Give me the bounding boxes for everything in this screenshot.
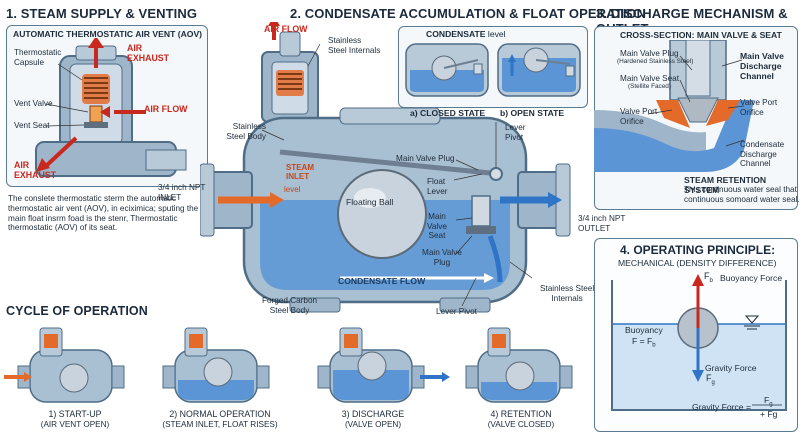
cycle-step-4: 4) RETENTION (VALVE CLOSED) bbox=[466, 409, 576, 429]
cs-channel-label: Main Valve Discharge Channel bbox=[740, 51, 784, 81]
cycle-step-label: 3) DISCHARGE bbox=[341, 409, 405, 419]
section1-title: 1. STEAM SUPPLY & VENTING bbox=[6, 6, 198, 21]
cycle-step-4-icon bbox=[465, 327, 573, 403]
aov-air-exhaust-bottom: AIR EXHAUST bbox=[14, 160, 57, 180]
thermostatic-capsule-icon bbox=[82, 74, 110, 104]
fg-letter: F bbox=[706, 373, 712, 383]
closed-state-label: a) CLOSED STATE bbox=[410, 108, 486, 118]
cycle-step-sub: (STEAM INLET, FLOAT RISES) bbox=[162, 419, 278, 429]
cycle-step-sub: (VALVE OPEN) bbox=[344, 419, 402, 429]
gravity-eq-left: Gravity Force = bbox=[692, 402, 751, 412]
inset-title-bold: CONDENSATE bbox=[426, 29, 486, 39]
cycle-step-label: 1) START-UP bbox=[48, 409, 102, 419]
cs-orifice-left-label: Valve Port Orifice bbox=[620, 107, 658, 126]
gravity-eq-denominator: + Fg bbox=[760, 409, 778, 419]
floating-ball-label: Floating Ball bbox=[346, 197, 394, 207]
cycle-step-sub: (VALVE CLOSED) bbox=[487, 419, 555, 429]
aov-air-exhaust-top: AIR EXHAUST bbox=[127, 43, 170, 63]
valve-cross-section-illustration bbox=[594, 40, 754, 172]
gravity-force-label: Gravity Force bbox=[705, 363, 757, 373]
buoyancy-eq-text: F = F bbox=[632, 336, 653, 346]
cycle-illustrations bbox=[4, 327, 573, 403]
section4-title: 4. OPERATING PRINCIPLE: bbox=[620, 243, 776, 257]
steam-inlet-label: STEAM INLET bbox=[286, 163, 314, 181]
cs-plug-sub-label: (Hardened Stainless Steel) bbox=[617, 58, 694, 65]
cycle-step-label: 2) NORMAL OPERATION bbox=[169, 409, 271, 419]
steam-trap-illustration bbox=[200, 22, 571, 313]
cycle-step-1-icon bbox=[4, 327, 125, 403]
float-state-illustration bbox=[405, 43, 581, 97]
cycle-step-sub: (AIR VENT OPEN) bbox=[40, 419, 110, 429]
main-valve-plug-label: Main Valve Plug bbox=[422, 248, 462, 267]
cycle-step-2: 2) NORMAL OPERATION (STEAM INLET, FLOAT … bbox=[160, 409, 280, 429]
cs-condensate-channel-label: Condensate Discharge Channel bbox=[740, 140, 785, 169]
section1-description: The conslete thermostatic sterm the auto… bbox=[8, 194, 199, 233]
inset-title: CONDENSATE level bbox=[426, 29, 506, 39]
cycle-title: CYCLE OF OPERATION bbox=[6, 304, 148, 318]
steam-level-label: level bbox=[284, 185, 301, 194]
aov-capsule-label: Thermostatic Capsule bbox=[14, 48, 62, 67]
fg-subscript: g bbox=[711, 379, 715, 386]
forged-body-label: Forged Carbon Steel Body bbox=[262, 296, 318, 315]
open-state-label: b) OPEN STATE bbox=[500, 108, 565, 118]
fg-symbol: Fg bbox=[706, 373, 715, 388]
main-valve-seat-label: Main Valve Seat bbox=[427, 212, 447, 241]
gravity-eq-numerator: Fg bbox=[764, 395, 773, 410]
buoyancy-eq-subscript: b bbox=[652, 342, 656, 349]
aov-seat-label: Vent Seat bbox=[14, 121, 50, 130]
stainless-internals-bottom-label: Stainless Steel Internals bbox=[540, 284, 595, 303]
cycle-step-2-icon bbox=[162, 327, 270, 403]
fb-subscript: b bbox=[709, 277, 713, 284]
aov-panel-title: AUTOMATIC THERMOSTATIC AIR VENT (AOV) bbox=[13, 29, 203, 39]
fb-symbol: Fb bbox=[704, 271, 713, 286]
cycle-step-3: 3) DISCHARGE (VALVE OPEN) bbox=[318, 409, 428, 429]
density-principle-illustration bbox=[611, 274, 787, 411]
stainless-internals-label: Stainless Steel Internals bbox=[328, 36, 381, 55]
cycle-step-label: 4) RETENTION bbox=[490, 409, 552, 419]
retention-system-text: This continuous water seal that continuo… bbox=[684, 185, 800, 204]
cs-seat-sub-label: (Stellite Faced) bbox=[628, 83, 671, 90]
aov-air-flow: AIR FLOW bbox=[144, 104, 188, 114]
cycle-step-3-icon bbox=[317, 327, 450, 403]
outlet-label: 3/4 inch NPT OUTLET bbox=[578, 214, 626, 233]
aov-illustration bbox=[35, 38, 187, 177]
inlet-label: 3/4 inch NPT INLET bbox=[158, 183, 206, 202]
cs-seat-label: Main Valve Seat bbox=[620, 74, 680, 83]
buoyancy-force-label: Buoyancy Force bbox=[720, 273, 783, 283]
section4-subtitle: MECHANICAL (DENSITY DIFFERENCE) bbox=[618, 258, 777, 268]
float-lever-label: Float Lever bbox=[427, 177, 448, 196]
stainless-body-label: Stainless Steel Body bbox=[226, 122, 266, 141]
cycle-steps: 1) START-UP (AIR VENT OPEN) 2) NORMAL OP… bbox=[0, 320, 590, 437]
inset-title-rest: level bbox=[485, 29, 506, 39]
cs-plug-label: Main Valve Plug bbox=[620, 49, 679, 58]
trap-air-flow: AIR FLOW bbox=[264, 24, 308, 34]
cross-section-title: CROSS-SECTION: MAIN VALVE & SEAT bbox=[620, 30, 782, 40]
gravity-eq-num-text: F bbox=[764, 395, 770, 405]
buoyancy-eq-line2: F = Fb bbox=[632, 336, 656, 351]
section2-title: 2. CONDENSATE ACCUMULATION & FLOAT OPERA… bbox=[290, 6, 647, 21]
fb-letter: F bbox=[704, 271, 710, 281]
retention-system-title: STEAM RETENTION SYSTEM bbox=[684, 175, 767, 195]
condensate-flow-label: CONDENSATE FLOW bbox=[338, 276, 426, 286]
lever-pivot-bottom-label: Lever Pivot bbox=[436, 307, 477, 316]
aov-valve-label: Vent Valve bbox=[14, 99, 53, 108]
buoyancy-eq-line1: Buoyancy bbox=[625, 325, 663, 335]
cs-orifice-right-label: Valve Port Orifice bbox=[740, 98, 778, 117]
gravity-eq-num-subscript: g bbox=[769, 401, 773, 408]
cycle-step-1: 1) START-UP (AIR VENT OPEN) bbox=[20, 409, 130, 429]
lever-pivot-top-label: Lever Pivot bbox=[505, 123, 526, 142]
main-valve-plug-top-label: Main Valve Plug bbox=[396, 154, 455, 163]
